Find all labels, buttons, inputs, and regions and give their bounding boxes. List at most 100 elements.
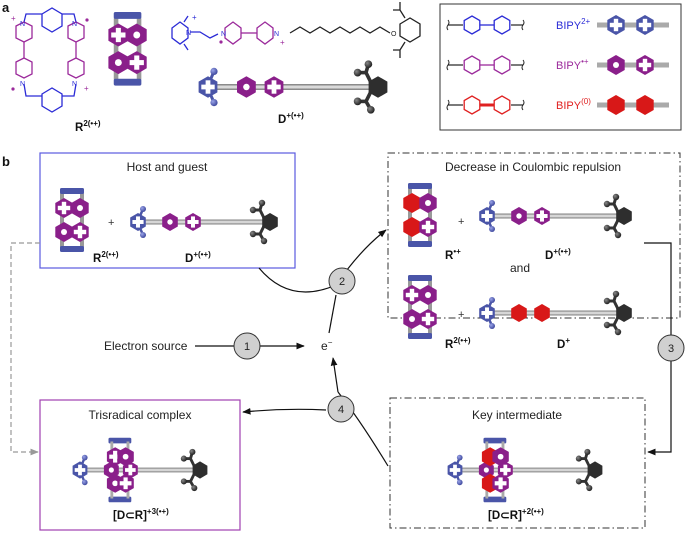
phenylene-top — [108, 437, 132, 444]
bipy-unit — [108, 23, 129, 47]
svg-text:+: + — [192, 13, 197, 22]
plus-sign-2: + — [458, 309, 464, 321]
legend-unit — [607, 55, 625, 75]
pyridinium-stopper — [130, 206, 146, 238]
legend-label: BIPY2+ — [556, 17, 591, 32]
arrow-step-4-to-electron — [330, 357, 339, 393]
step-4-marker: 4 — [327, 395, 355, 423]
guest-dumbbell-cartoon — [130, 199, 278, 245]
legend-row-dication: BIPY2+ — [446, 15, 669, 35]
panel-b-label: b — [2, 154, 10, 169]
bipy-unit — [403, 309, 421, 329]
phenylene-top — [408, 183, 432, 189]
bipy-unit — [126, 51, 147, 75]
phenylene-top — [483, 437, 507, 444]
macrocycle-charges: + N N N N + — [11, 14, 89, 93]
pyridinium-unit — [72, 461, 88, 479]
pyridinium-stopper — [479, 200, 495, 232]
legend-unit — [607, 15, 625, 35]
phenylene-top — [60, 188, 84, 194]
legend-unit — [636, 55, 654, 75]
svg-text:N: N — [274, 31, 279, 38]
svg-text:1: 1 — [244, 341, 250, 353]
axle — [138, 219, 270, 225]
stopper — [180, 448, 208, 492]
phenylene-bottom — [60, 246, 84, 252]
host-guest-box — [39, 152, 296, 269]
bipy-unit — [403, 285, 421, 305]
and-text: and — [510, 261, 530, 275]
svg-text:2: 2 — [339, 276, 345, 288]
ring-bipy-unit — [117, 473, 134, 493]
bipy-unit — [55, 198, 73, 218]
electron-source-label: Electron source — [104, 339, 188, 353]
phenylene-bottom — [408, 333, 432, 339]
guest-label: D+(•+) — [185, 250, 211, 265]
trisradical-complex-cartoon — [72, 437, 208, 503]
axle — [208, 84, 378, 90]
reduced-macrocycle-cartoon — [403, 183, 437, 247]
legend-row-radical-cation: BIPY•+ — [446, 55, 669, 75]
stopper — [575, 448, 603, 492]
bipy-unit — [534, 304, 550, 322]
pyridinium-unit — [198, 76, 218, 98]
bipy-unit — [237, 76, 256, 98]
svg-text:4: 4 — [338, 404, 344, 416]
coulombic-box — [387, 152, 681, 319]
svg-text:N: N — [72, 21, 77, 28]
pyridinium-stopper — [72, 454, 88, 486]
svg-text:+: + — [84, 84, 89, 93]
stopper — [603, 290, 632, 336]
axle-bipy-unit — [497, 461, 513, 479]
pyridinium-unit — [447, 461, 463, 479]
stopper — [249, 199, 278, 245]
dumbbell-label: D+(•+) — [545, 247, 571, 262]
bipy-unit — [185, 213, 201, 231]
bipy-unit — [264, 76, 284, 98]
macrocycle-cartoon — [403, 275, 437, 339]
bipy-unit — [511, 207, 527, 225]
legend-label: BIPY•+ — [556, 57, 589, 72]
bipy-unit — [511, 304, 527, 322]
bipy-unit — [108, 51, 129, 75]
pyridinium-stopper — [479, 297, 495, 329]
svg-text:N: N — [20, 21, 25, 28]
electron-symbol: e− — [321, 338, 333, 353]
bipy-unit — [403, 217, 421, 237]
dumbbell-cartoon — [198, 60, 388, 114]
macrocycle-cartoon — [108, 12, 147, 86]
coulombic-title: Decrease in Coulombic repulsion — [445, 160, 621, 174]
svg-text:3: 3 — [668, 343, 674, 355]
arrow-step-2-feed — [328, 294, 337, 334]
ring-bipy-unit — [492, 447, 509, 467]
bipy-unit — [162, 213, 178, 231]
svg-text:N: N — [221, 31, 226, 38]
phenylene-top — [408, 275, 432, 281]
host-macrocycle-cartoon — [55, 188, 89, 252]
trisradical-box — [39, 399, 241, 531]
bipy-unit — [126, 23, 147, 47]
axle — [487, 213, 624, 219]
trisradical-title: Trisradical complex — [89, 408, 192, 422]
step-2-marker: 2 — [328, 267, 356, 295]
legend-unit — [636, 95, 654, 115]
macrocycle-label: R2(•+) — [75, 119, 101, 134]
step-1-marker: 1 — [233, 332, 261, 360]
phenylene-bottom — [408, 241, 432, 247]
phenylene-bottom — [483, 496, 507, 503]
host-label: R2(•+) — [93, 250, 119, 265]
intermediate-box — [389, 397, 646, 529]
step-3-marker: 3 — [657, 334, 685, 362]
pyridinium-unit — [479, 304, 495, 322]
bipy-unit — [55, 222, 73, 242]
panel-a-label: a — [2, 0, 10, 15]
legend-box — [439, 3, 682, 131]
intermediate-label: [D⊂R]+2(•+) — [488, 507, 544, 522]
pyridinium-stopper — [198, 67, 218, 107]
dumbbell-cartoon — [479, 193, 632, 239]
svg-text:+: + — [280, 38, 285, 47]
intermediate-complex-cartoon — [447, 437, 603, 503]
pyridinium-unit — [130, 213, 146, 231]
reduced-dumbbell-label: D+ — [557, 336, 570, 351]
